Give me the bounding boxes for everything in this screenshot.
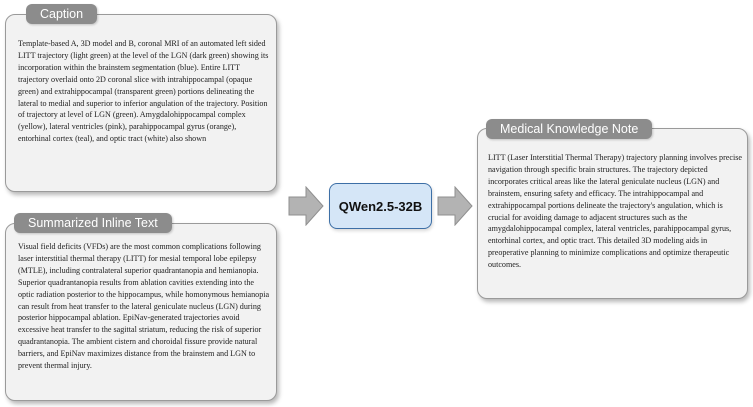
summary-text: Visual field deficits (VFDs) are the mos…	[18, 242, 270, 371]
knowledge-panel	[477, 128, 748, 299]
caption-text: Template-based A, 3D model and B, corona…	[18, 39, 269, 144]
right-arrow-icon	[288, 186, 324, 226]
caption-title: Caption	[26, 4, 98, 24]
caption-panel	[5, 14, 277, 192]
knowledge-text: LITT (Laser Interstitial Thermal Therapy…	[488, 153, 742, 270]
summary-panel	[5, 223, 277, 401]
right-arrow-icon	[437, 186, 473, 226]
model-label: QWen2.5-32B	[338, 198, 423, 214]
model-box: QWen2.5-32B	[329, 183, 432, 229]
summary-title: Summarized Inline Text	[14, 213, 172, 233]
knowledge-title: Medical Knowledge Note	[486, 119, 653, 139]
